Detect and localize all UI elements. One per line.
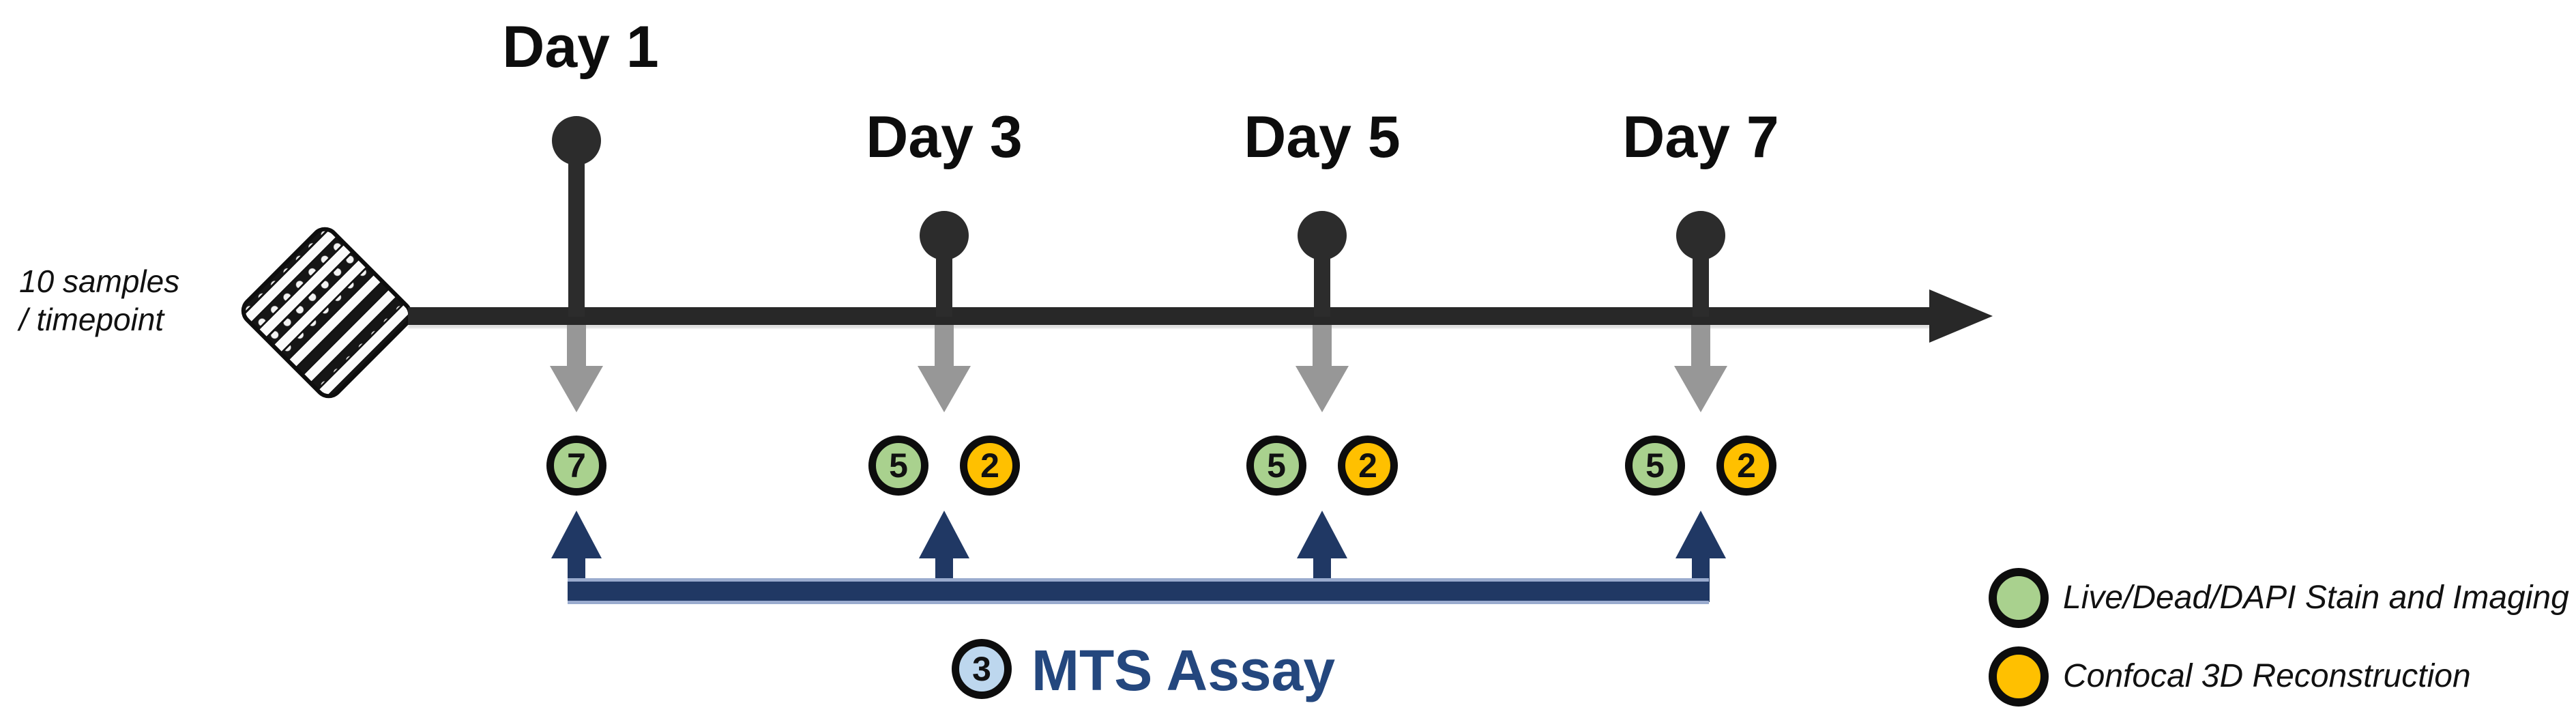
day5-green-count-badge: 5 [1246, 436, 1306, 496]
day3-green-count: 5 [889, 446, 908, 485]
day5-drop-arrowhead-icon [1296, 366, 1349, 412]
day3-orange-count-badge: 2 [960, 436, 1020, 496]
legend-orange-circle-icon [1989, 646, 2049, 707]
day7-pin-stem [1693, 257, 1709, 317]
day1-drop-arrowhead-icon [550, 366, 603, 412]
mts-assay-label: MTS Assay [1031, 638, 1336, 702]
day5-drop-arrow-icon [1313, 325, 1332, 367]
day1-label: Day 1 [502, 14, 659, 80]
day3-green-count-badge: 5 [868, 436, 928, 496]
day1-pin-stem [568, 161, 585, 317]
samples-per-timepoint-note: 10 samples / timepoint [19, 262, 179, 339]
day7-green-count: 5 [1645, 446, 1665, 485]
day7-drop-arrowhead-icon [1674, 366, 1727, 412]
day7-label: Day 7 [1622, 104, 1779, 170]
day3-orange-count: 2 [980, 446, 999, 485]
day5-green-count: 5 [1267, 446, 1286, 485]
samples-note-line1: 10 samples [19, 263, 180, 299]
day5-up-arrowhead-icon [1297, 511, 1347, 558]
scaffold-weave-pattern [241, 227, 413, 399]
legend-label-confocal-3d: Confocal 3D Reconstruction [2063, 658, 2471, 694]
day5-orange-count: 2 [1358, 446, 1377, 485]
timeline-arrowhead-icon [1929, 289, 1993, 343]
timeline-axis [408, 307, 1931, 325]
legend-label-live-dead-dapi: Live/Dead/DAPI Stain and Imaging [2063, 580, 2569, 616]
mts-count-badge: 3 [952, 639, 1012, 699]
day5-orange-count-badge: 2 [1338, 436, 1398, 496]
day1-green-count: 7 [567, 446, 586, 485]
day1-green-count-badge: 7 [546, 436, 606, 496]
day5-pin-stem [1314, 257, 1330, 317]
legend-green-circle-icon [1989, 568, 2049, 628]
day3-drop-arrow-icon [935, 325, 954, 367]
day7-orange-count: 2 [1737, 446, 1756, 485]
day7-pin-marker-icon [1676, 211, 1725, 260]
day7-orange-count-badge: 2 [1716, 436, 1776, 496]
scaffold-mesh-icon [239, 227, 415, 399]
day5-label: Day 5 [1244, 104, 1401, 170]
day5-pin-marker-icon [1298, 211, 1347, 260]
day7-up-arrowhead-icon [1675, 511, 1726, 558]
day3-pin-marker-icon [920, 211, 969, 260]
day3-drop-arrowhead-icon [918, 366, 971, 412]
day1-up-arrowhead-icon [551, 511, 602, 558]
day7-drop-arrow-icon [1691, 325, 1710, 367]
samples-note-line2: / timepoint [19, 302, 164, 337]
mts-count: 3 [972, 650, 991, 688]
day3-pin-stem [936, 257, 952, 317]
day1-drop-arrow-icon [567, 325, 586, 367]
day3-up-arrowhead-icon [919, 511, 969, 558]
day3-label: Day 3 [866, 104, 1023, 170]
day1-pin-marker-icon [552, 116, 601, 165]
mts-collection-bracket [568, 578, 1709, 604]
day7-green-count-badge: 5 [1625, 436, 1685, 496]
